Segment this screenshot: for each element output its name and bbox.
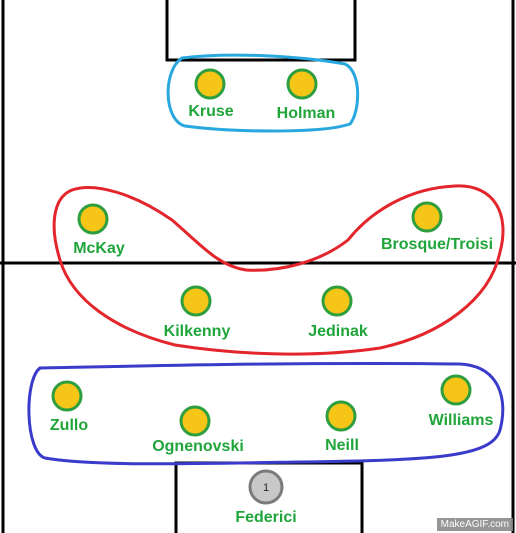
player-kilkenny: Kilkenny xyxy=(164,285,231,340)
player-marker xyxy=(321,285,353,317)
player-marker xyxy=(194,68,226,100)
player-marker xyxy=(180,285,212,317)
top-goal-box xyxy=(165,0,357,62)
defence-group-outline xyxy=(27,361,505,466)
midfield-group-outline xyxy=(52,184,505,356)
player-name: Holman xyxy=(277,105,336,122)
player-ognenovski: Ognenovski xyxy=(152,405,244,455)
player-marker xyxy=(51,380,83,412)
player-name: McKay xyxy=(73,240,125,257)
player-marker xyxy=(325,400,357,432)
forward-group-outline xyxy=(166,53,360,133)
player-kruse: Kruse xyxy=(188,68,234,120)
player-federici: 1 Federici xyxy=(235,469,297,526)
player-name: Kilkenny xyxy=(164,323,231,340)
goalkeeper-marker xyxy=(248,469,284,505)
player-marker xyxy=(411,201,443,233)
player-name: Zullo xyxy=(50,417,88,434)
player-marker xyxy=(77,203,109,235)
player-marker xyxy=(286,68,318,100)
player-name: Federici xyxy=(235,509,296,526)
player-name: Kruse xyxy=(188,103,233,120)
player-name: Neill xyxy=(325,437,359,454)
player-holman: Holman xyxy=(277,68,336,122)
player-jedinak: Jedinak xyxy=(308,285,368,340)
player-brosque-troisi: Brosque/Troisi xyxy=(381,201,493,253)
player-zullo: Zullo xyxy=(50,380,88,434)
player-name: Williams xyxy=(429,412,494,429)
watermark-badge: MakeAGIF.com xyxy=(436,518,513,531)
player-neill: Neill xyxy=(325,400,359,454)
player-mckay: McKay xyxy=(73,203,125,257)
player-name: Brosque/Troisi xyxy=(381,236,493,253)
player-name: Jedinak xyxy=(308,323,368,340)
player-williams: Williams xyxy=(429,374,494,429)
player-marker xyxy=(440,374,472,406)
player-name: Ognenovski xyxy=(152,438,244,455)
goalkeeper-number: 1 xyxy=(263,482,269,494)
player-marker xyxy=(179,405,211,437)
